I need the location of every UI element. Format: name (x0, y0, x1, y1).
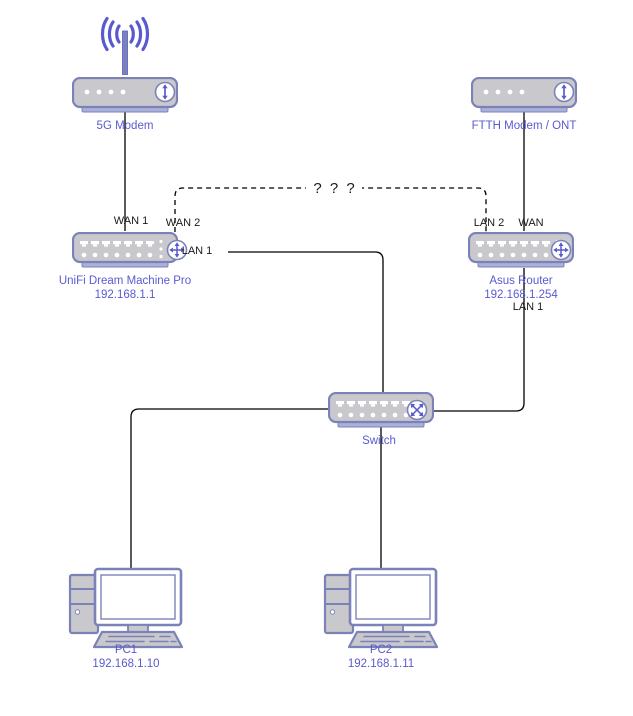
unknown-label-backdrop (306, 180, 362, 197)
device-ip-asus-router: 192.168.1.254 (484, 289, 558, 301)
link-layer (124, 110, 525, 570)
device-label-ftth-modem: FTTH Modem / ONT (472, 120, 577, 132)
port-grid (80, 239, 163, 259)
port-grid (336, 399, 419, 419)
up-down-arrow-icon (553, 81, 575, 103)
port-grid (476, 239, 559, 259)
port-label-udm-wan1: WAN 1 (114, 215, 148, 227)
device-label-asus-router: Asus Router (489, 275, 552, 287)
device-pc1[interactable]: PC1 192.168.1.10 (68, 567, 184, 670)
link-asus-lan1-to-switch (430, 268, 525, 412)
status-led-dots (84, 89, 126, 95)
link-switch-to-pc1 (130, 408, 329, 570)
device-5g-modem[interactable]: 5G Modem (72, 16, 178, 133)
link-udm-lan1-to-switch (228, 251, 384, 396)
device-label-udm-pro: UniFi Dream Machine Pro (59, 275, 191, 287)
unknown-link-label-group: ? ? ? (306, 180, 362, 197)
device-ip-udm-pro: 192.168.1.1 (95, 289, 156, 301)
device-pc2[interactable]: PC2 192.168.1.11 (323, 567, 439, 670)
cross-arrows-icon (406, 399, 428, 421)
port-label-udm-lan1: LAN 1 (182, 245, 213, 257)
device-ftth-modem[interactable]: FTTH Modem / ONT (471, 77, 577, 132)
status-led-dots (483, 89, 525, 95)
port-label-layer: WAN 1 WAN 2 LAN 1 LAN 2 WAN LAN 1 (114, 215, 544, 313)
port-label-asus-wan: WAN (518, 217, 543, 229)
up-down-arrow-icon (154, 81, 176, 103)
four-way-arrow-icon (550, 239, 572, 261)
device-ip-pc1: 192.168.1.10 (92, 658, 159, 670)
desktop-pc-icon (323, 567, 439, 649)
link-udm-wan2-to-asus-lan2-unknown (174, 187, 487, 232)
device-udm-pro[interactable]: UniFi Dream Machine Pro 192.168.1.1 (59, 232, 191, 301)
device-label-pc2: PC2 (370, 644, 392, 656)
device-label-pc1: PC1 (115, 644, 137, 656)
device-ip-pc2: 192.168.1.11 (348, 658, 414, 670)
device-label-switch: Switch (362, 435, 396, 447)
unknown-link-label: ? ? ? (313, 180, 356, 197)
port-label-asus-lan1: LAN 1 (513, 301, 544, 313)
device-switch[interactable]: Switch (328, 392, 434, 447)
port-label-udm-wan2: WAN 2 (166, 217, 200, 229)
port-label-asus-lan2: LAN 2 (474, 217, 505, 229)
device-asus-router[interactable]: Asus Router 192.168.1.254 (468, 232, 574, 301)
device-label-5g-modem: 5G Modem (97, 120, 154, 132)
antenna-icon (100, 16, 150, 75)
desktop-pc-icon (68, 567, 184, 649)
